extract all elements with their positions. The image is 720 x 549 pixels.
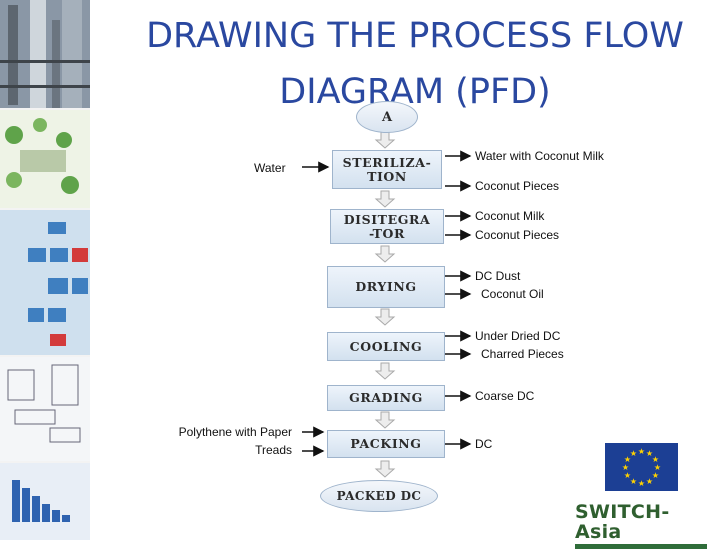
title-line-1: DRAWING THE PROCESS FLOW (146, 16, 684, 56)
svg-text:★: ★ (638, 447, 645, 456)
svg-text:★: ★ (622, 463, 629, 472)
svg-text:★: ★ (624, 455, 631, 464)
down-arrow (374, 190, 396, 208)
input-label-packing: Polythene with Paper Treads (150, 423, 292, 459)
down-arrow (374, 411, 396, 429)
switch-asia-logo-bar (575, 544, 707, 549)
svg-text:★: ★ (638, 479, 645, 488)
end-node-label: PACKED DC (336, 489, 422, 503)
step-grading: GRADING (327, 385, 445, 411)
output-label: Coconut Milk (475, 209, 545, 223)
down-arrows (374, 131, 396, 478)
input-label-packing-line1: Polythene with Paper (178, 425, 292, 439)
step-packing: PACKING (327, 430, 445, 458)
step-sterilization: STERILIZA- TION (332, 150, 442, 189)
output-label: Coarse DC (475, 389, 535, 403)
switch-asia-logo-text: SWITCH-Asia (575, 501, 670, 543)
down-arrow (374, 362, 396, 380)
switch-asia-logo: SWITCH-Asia (575, 502, 707, 549)
output-label: Under Dried DC (475, 329, 561, 343)
sidebar-collage-image (0, 0, 90, 540)
input-label-packing-line2: Treads (255, 443, 292, 457)
start-node-label: A (381, 109, 393, 125)
output-label: Coconut Pieces (475, 179, 560, 193)
output-label: DC (475, 437, 493, 451)
step-cooling: COOLING (327, 332, 445, 361)
step-drying: DRYING (327, 266, 445, 308)
eu-stars-icon: ★ ★ ★ ★ ★ ★ ★ ★ ★ ★ ★ ★ (622, 447, 661, 488)
output-label: Charred Pieces (481, 347, 564, 361)
svg-text:★: ★ (654, 463, 661, 472)
page-title: DRAWING THE PROCESS FLOW DIAGRAM (PFD) (110, 8, 720, 120)
step-disintegrator: DISITEGRA -TOR (330, 209, 444, 244)
svg-text:★: ★ (630, 477, 637, 486)
down-arrow (374, 131, 396, 149)
end-node: PACKED DC (320, 480, 438, 512)
down-arrow (374, 308, 396, 326)
output-label: Coconut Pieces (475, 228, 560, 242)
down-arrow (374, 245, 396, 263)
svg-text:★: ★ (652, 471, 659, 480)
decorative-sidebar (0, 0, 90, 540)
output-label: Coconut Oil (481, 287, 544, 301)
output-label: Water with Coconut Milk (475, 149, 604, 163)
svg-text:★: ★ (624, 471, 631, 480)
svg-text:★: ★ (652, 455, 659, 464)
start-node: A (356, 101, 418, 133)
svg-text:★: ★ (646, 477, 653, 486)
svg-text:★: ★ (630, 449, 637, 458)
eu-flag-logo: ★ ★ ★ ★ ★ ★ ★ ★ ★ ★ ★ ★ (605, 443, 678, 491)
down-arrow (374, 460, 396, 478)
output-label: DC Dust (475, 269, 521, 283)
svg-text:★: ★ (646, 449, 653, 458)
input-label-water: Water (254, 161, 286, 175)
title-line-2: DIAGRAM (PFD) (279, 72, 551, 112)
